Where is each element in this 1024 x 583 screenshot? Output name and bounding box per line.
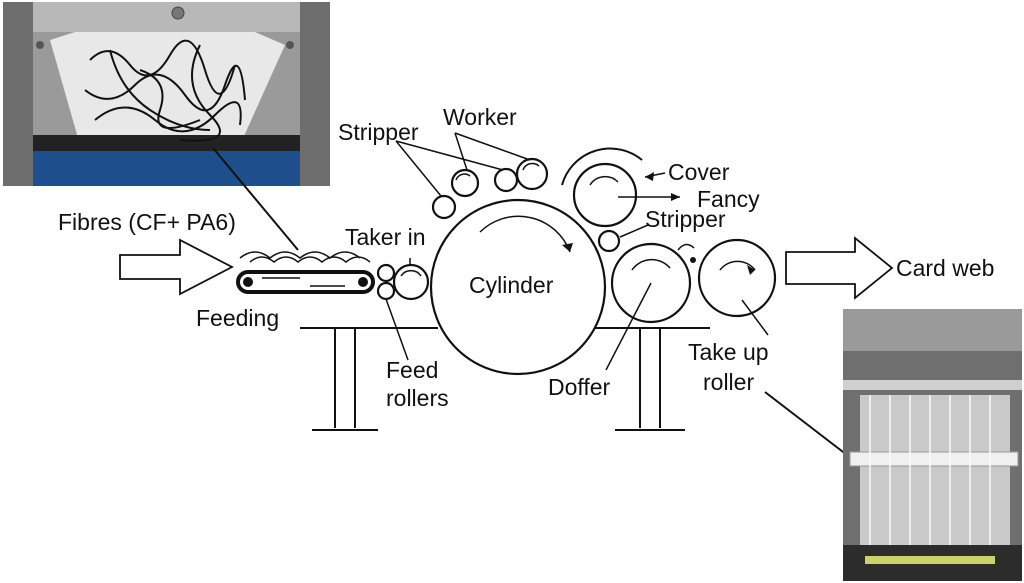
feeder-photo [3, 2, 330, 186]
stripper-roller-3 [597, 229, 621, 253]
cover-label: Cover [668, 159, 730, 185]
stripper-top-label: Stripper [338, 119, 419, 145]
taker-in-label: Taker in [345, 224, 426, 250]
input-arrow [119, 238, 234, 296]
fancy-label: Fancy [697, 186, 760, 212]
take-up-label-1: Take up [688, 339, 769, 365]
machine-stands [300, 327, 710, 431]
feed-roller-top [376, 263, 396, 283]
stripper-roller-1 [431, 194, 457, 220]
doffer-label: Doffer [548, 374, 611, 400]
main-cylinder [429, 198, 607, 376]
stripper-roller-2 [493, 167, 519, 193]
take-up-label-2: roller [703, 369, 754, 395]
feeding-label: Feeding [196, 305, 279, 331]
cylinder-label: Cylinder [469, 272, 554, 298]
card-web-label: Card web [896, 255, 994, 281]
card-web-photo [843, 309, 1022, 581]
stripper-right-label: Stripper [645, 206, 726, 232]
output-arrow [785, 236, 894, 300]
worker-label: Worker [443, 104, 517, 130]
fancy-roller [572, 162, 638, 228]
take-up-roller [697, 238, 777, 318]
fibres-label: Fibres (CF+ PA6) [58, 209, 236, 235]
feeder-photo-pointer [212, 147, 299, 251]
feed-rollers-label-2: rollers [386, 385, 449, 411]
cover-arc [561, 147, 643, 186]
feeding-belt [236, 251, 375, 294]
feed-roller-bottom [376, 281, 396, 301]
feed-rollers-label-1: Feed [386, 357, 438, 383]
